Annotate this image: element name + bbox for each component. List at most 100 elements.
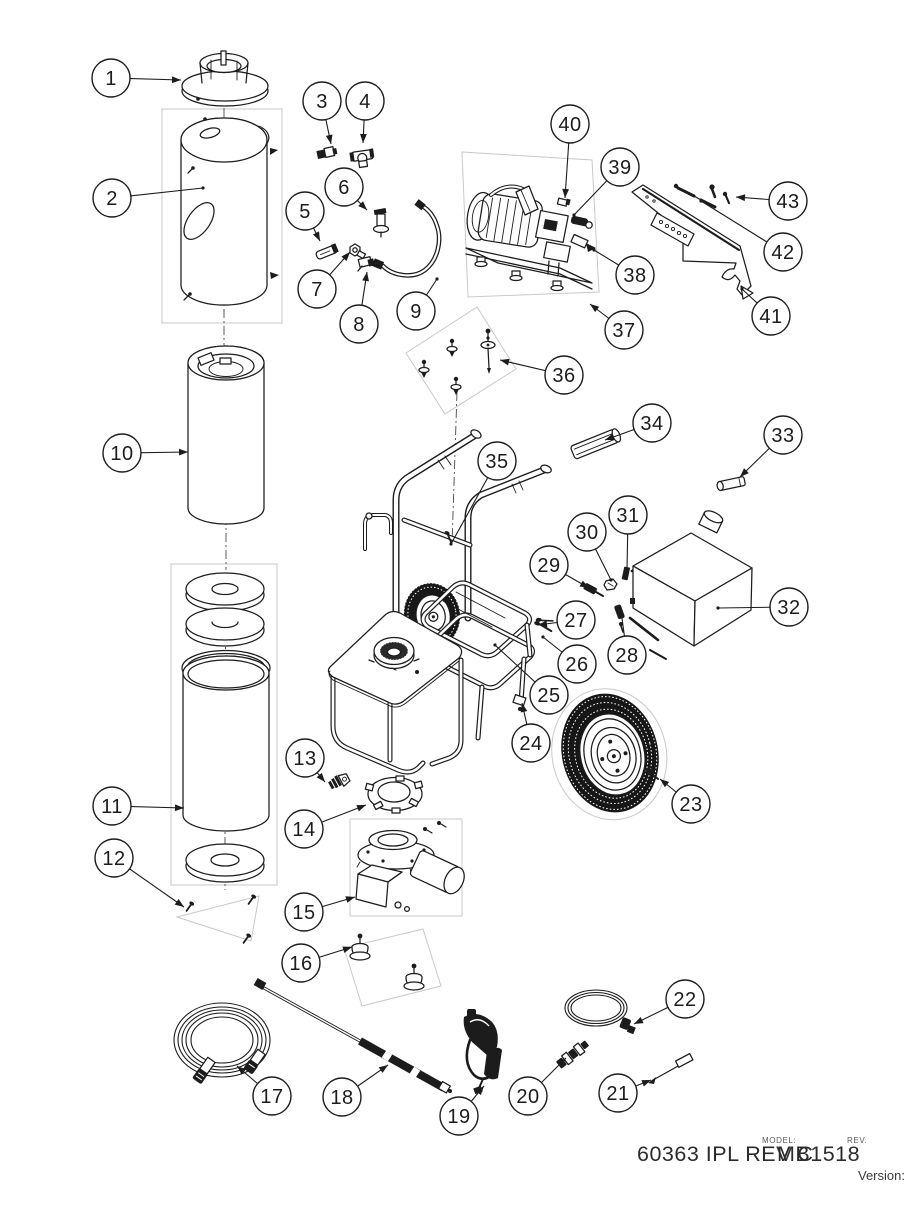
callout-arrowhead [174, 804, 184, 812]
bracket-panel-drawing [631, 184, 754, 300]
callout-balloon [763, 415, 803, 455]
callout-arrowhead [345, 896, 355, 903]
callout-9: 9 [396, 277, 439, 331]
callout-number: 20 [516, 1086, 539, 1108]
callout-23: 23 [659, 778, 711, 824]
callout-balloon [281, 943, 321, 983]
callout-balloon [615, 255, 655, 295]
callout-16: 16 [281, 943, 353, 983]
callout-arrowhead [356, 805, 366, 812]
callout-35: 35 [449, 441, 517, 546]
cylinder-10-drawing [187, 345, 265, 525]
callout-29: 29 [529, 545, 590, 589]
callout-number: 16 [289, 953, 312, 975]
rivet [418, 359, 430, 378]
callout-11: 11 [92, 786, 185, 826]
callout-6: 6 [324, 167, 368, 211]
callout-balloon [92, 786, 132, 826]
callout-arrowhead [538, 620, 548, 628]
callout-arrowhead [500, 358, 510, 366]
callout-balloon [477, 441, 517, 481]
callout-balloon [769, 587, 809, 627]
callout-number: 7 [311, 279, 323, 301]
title-block: 60363 IPL REV C MODEL: MB1518 REV. Versi… [637, 1136, 905, 1183]
callout-number: 30 [575, 522, 598, 544]
callout-number: 10 [110, 443, 133, 465]
callout-balloon [671, 784, 711, 824]
callout-number: 28 [615, 645, 638, 667]
hose-coil-drawing [173, 1002, 271, 1084]
callout-balloon [322, 1077, 362, 1117]
callout-balloon [556, 600, 596, 640]
fitting-13-drawing [328, 773, 351, 790]
callout-balloon [339, 304, 379, 344]
callout-33: 33 [739, 415, 803, 478]
callout-arrowhead [312, 231, 320, 241]
callout-number: 38 [623, 265, 646, 287]
callout-30: 30 [567, 512, 613, 582]
callout-balloon [345, 81, 385, 121]
callout-balloon [768, 181, 808, 221]
callout-4: 4 [345, 81, 385, 144]
fitting-4-drawing [349, 148, 375, 169]
callout-32: 32 [716, 587, 809, 627]
callout-leader-end [541, 635, 545, 639]
callout-arrowhead [641, 1080, 651, 1087]
callout-balloon [285, 738, 325, 778]
callout-balloon [550, 104, 590, 144]
callout-balloon [91, 58, 131, 98]
callout-number: 1 [105, 68, 117, 90]
hose-9-drawing [371, 199, 442, 278]
hardware-26-31-drawing [534, 558, 660, 642]
callout-arrowhead [590, 304, 600, 313]
callout-number: 6 [338, 177, 350, 199]
callout-leader-end [625, 569, 629, 573]
callout-2: 2 [92, 178, 205, 218]
callout-arrowhead [342, 946, 352, 953]
callout-number: 12 [102, 848, 125, 870]
callout-34: 34 [604, 403, 672, 443]
filter-stack-drawing [181, 572, 271, 883]
fitting-6-drawing [372, 207, 390, 238]
screws-43-drawing [709, 184, 731, 205]
spray-gun-drawing [463, 1009, 502, 1095]
callout-number: 33 [771, 425, 794, 447]
callout-number: 18 [330, 1087, 353, 1109]
callout-arrowhead [740, 468, 749, 477]
callout-number: 15 [292, 902, 315, 924]
callout-arrowhead [605, 433, 615, 441]
model-label: MODEL: [762, 1136, 796, 1145]
part-number-text: 60363 IPL REV C [637, 1142, 813, 1166]
callout-leader-end [449, 542, 453, 546]
callout-balloon [529, 675, 569, 715]
wheel-bolt-drawing [646, 768, 659, 780]
spray-wand-drawing [253, 978, 452, 1094]
fitting-3-drawing [316, 146, 338, 159]
callout-number: 14 [292, 819, 315, 841]
callout-number: 26 [565, 654, 588, 676]
callout-19: 19 [439, 1085, 485, 1136]
callout-7: 7 [297, 251, 351, 309]
callout-3: 3 [302, 81, 342, 145]
callout-balloon [598, 1073, 638, 1113]
callout-number: 27 [564, 610, 587, 632]
callout-37: 37 [589, 303, 644, 350]
callout-leader-end [740, 287, 744, 291]
callout-arrowhead [171, 76, 181, 84]
callout-number: 29 [537, 555, 560, 577]
callout-41: 41 [740, 287, 791, 336]
callout-balloon [252, 1076, 292, 1116]
callout-balloon [285, 191, 325, 231]
box-32-drawing [630, 510, 753, 660]
callout-balloon [600, 147, 640, 187]
valve-assembly-drawing [355, 821, 465, 913]
callout-balloon [604, 310, 644, 350]
screws-12-drawing [185, 894, 257, 944]
elbow-8-drawing [357, 256, 375, 272]
callout-balloon [297, 269, 337, 309]
cart-frame-drawing [327, 429, 552, 775]
callout-balloon [284, 892, 324, 932]
